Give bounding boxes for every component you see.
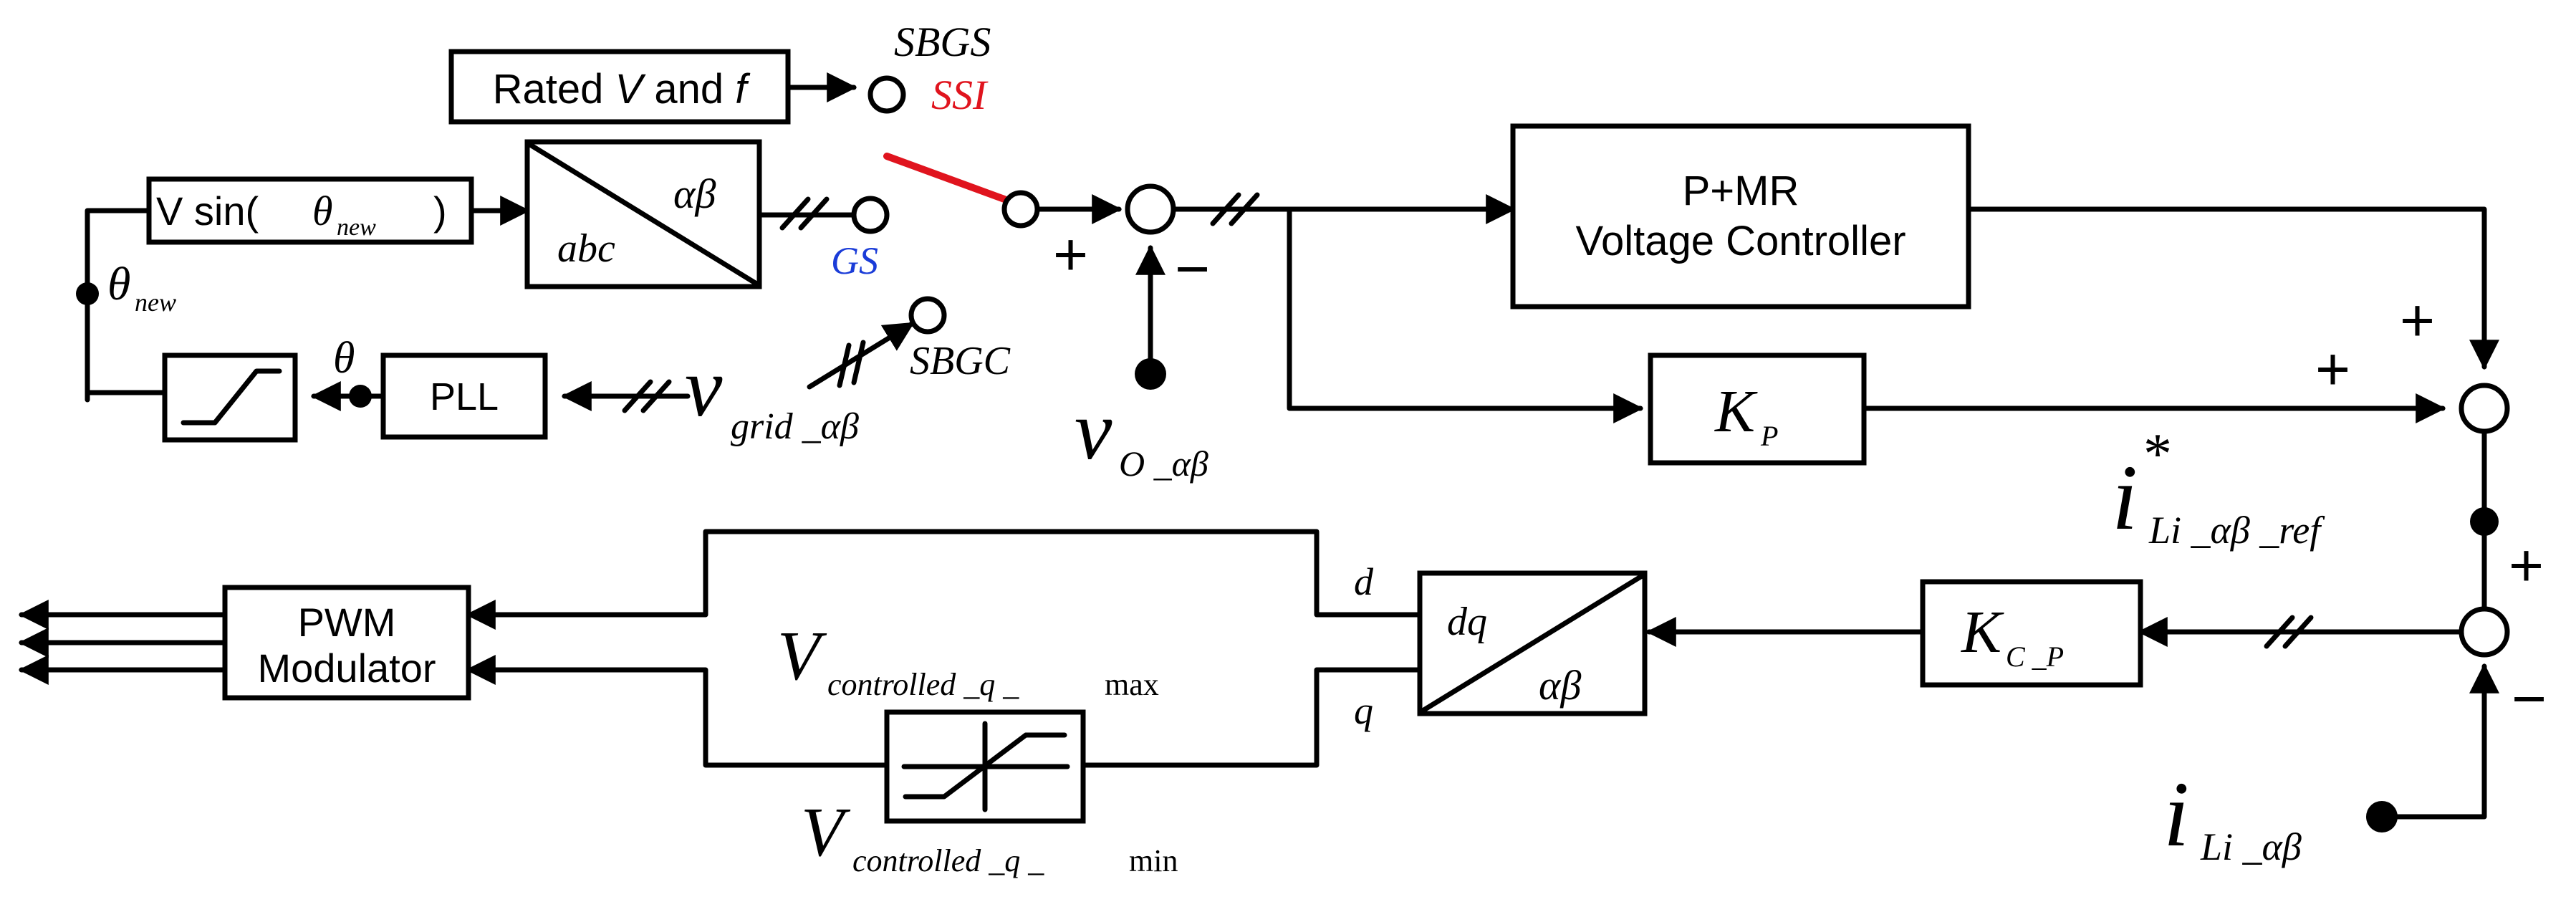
- i-ref-superscript: *: [2143, 423, 2172, 486]
- hash-mark-abc-out: [779, 196, 830, 231]
- ramp-limiter-block[interactable]: [162, 352, 298, 443]
- kp-gain-block[interactable]: K P: [1648, 352, 1867, 466]
- hash-mark-sum1-out: [1210, 192, 1260, 226]
- v-grid-subscript: grid _αβ: [731, 406, 859, 447]
- wire-pmr-to-sum2: [1966, 206, 2499, 370]
- sum-junction-reference: [2459, 383, 2510, 434]
- i-ref-symbol: i: [2112, 446, 2138, 550]
- vmin-subscript-tail: min: [1129, 843, 1178, 878]
- sum1-minus-sign: −: [1175, 235, 1210, 302]
- v-sin-close-paren: ): [433, 188, 447, 234]
- gs-label: GS: [831, 239, 878, 282]
- pwm-label-line1: PWM: [298, 600, 396, 645]
- wire-saturation-to-pwm: [465, 655, 890, 768]
- ssi-label: SSI: [931, 72, 989, 118]
- vmax-symbol: V: [777, 618, 827, 695]
- iref-junction-dot: [2470, 507, 2499, 536]
- theta-new-symbol: θ: [107, 258, 130, 310]
- sum-junction-current: [2459, 606, 2510, 658]
- vmax-subscript: controlled _q _: [827, 667, 1019, 702]
- saturation-block[interactable]: [884, 709, 1086, 824]
- sbgs-label: SBGS: [894, 19, 991, 65]
- rated-v-and-f-block[interactable]: Rated V and f: [448, 49, 791, 125]
- dq-to-alphabeta-block[interactable]: dq αβ: [1417, 570, 1648, 716]
- wire-ili-to-sum3: [2386, 663, 2499, 820]
- saturation-icon: [901, 721, 1070, 812]
- pll-label: PLL: [430, 375, 499, 418]
- theta-new-junction-dot: [76, 282, 99, 305]
- ili-input-dot: [2366, 801, 2398, 832]
- hash-mark-sbgc: [837, 340, 866, 388]
- pmr-voltage-controller-block[interactable]: P+MR Voltage Controller: [1510, 123, 1971, 309]
- vo-input-dot: [1135, 358, 1166, 390]
- sum2-plus-top-sign: +: [2400, 287, 2435, 354]
- kp-symbol: K: [1714, 378, 1758, 445]
- abc-label: abc: [557, 226, 615, 271]
- theta-label: θ: [333, 334, 355, 383]
- sum2-plus-left-sign: +: [2315, 335, 2350, 403]
- sum3-plus-sign: +: [2509, 532, 2544, 599]
- wire-theta-new-loop-lower: [85, 298, 168, 395]
- multi-phase-marks: [622, 192, 2314, 649]
- sum3-minus-sign: −: [2512, 665, 2547, 732]
- hash-mark-vgrid: [622, 379, 672, 413]
- dq-alphabeta-label: αβ: [1539, 662, 1581, 709]
- v-o-symbol: v: [1075, 383, 1112, 477]
- pmr-label-line1: P+MR: [1683, 168, 1799, 214]
- wire-q-to-saturation: [1080, 667, 1423, 768]
- selector-switch-arm[interactable]: [883, 153, 1008, 203]
- sum-junction-voltage: [1125, 183, 1176, 235]
- kcp-symbol: K: [1961, 599, 2004, 666]
- i-li-symbol: i: [2163, 763, 2189, 866]
- pwm-modulator-block[interactable]: PWM Modulator: [222, 585, 471, 701]
- pwm-label-line2: Modulator: [257, 646, 436, 691]
- i-ref-subscript: Li _αβ _ref: [2148, 509, 2325, 552]
- sbgc-label: SBGC: [910, 339, 1011, 383]
- theta-junction-dot: [349, 385, 372, 408]
- v-sin-label: V sin(: [156, 188, 259, 234]
- switch-pivot-terminal[interactable]: [1001, 190, 1040, 229]
- v-sin-theta-symbol: θ: [312, 188, 333, 234]
- ramp-limiter-icon: [181, 368, 282, 426]
- v-sin-theta-block[interactable]: V sin( θ new ): [146, 176, 474, 245]
- rated-v-and-f-label: Rated V and f: [493, 66, 751, 112]
- pll-block[interactable]: PLL: [380, 352, 548, 440]
- dq-label: dq: [1447, 600, 1487, 644]
- vmin-symbol: V: [801, 794, 851, 871]
- gs-terminal[interactable]: [851, 196, 890, 234]
- sum1-plus-sign: +: [1053, 221, 1088, 288]
- kcp-subscript: C _P: [2006, 640, 2064, 673]
- theta-new-subscript: new: [135, 288, 176, 317]
- sbgs-terminal[interactable]: [868, 75, 906, 114]
- d-axis-label: d: [1354, 560, 1374, 603]
- pmr-label-line2: Voltage Controller: [1575, 218, 1905, 264]
- v-grid-symbol: v: [685, 340, 723, 434]
- abc-to-alphabeta-block[interactable]: abc αβ: [524, 139, 762, 289]
- kcp-gain-block[interactable]: K C _P: [1920, 579, 2143, 688]
- vmin-subscript: controlled _q _: [852, 843, 1044, 878]
- signal-wires: [18, 72, 2499, 820]
- sbgc-terminal[interactable]: [908, 296, 947, 335]
- v-sin-theta-subscript: new: [337, 214, 376, 241]
- v-o-subscript: O _αβ: [1119, 443, 1208, 484]
- kp-subscript: P: [1760, 420, 1778, 452]
- vmax-subscript-tail: max: [1105, 667, 1159, 702]
- alphabeta-label: αβ: [673, 171, 716, 217]
- wire-d-to-pwm: [465, 529, 1423, 630]
- wire-branch-to-kp: [1287, 206, 1644, 423]
- q-axis-label: q: [1354, 689, 1373, 732]
- hash-mark-sum3-out: [2264, 615, 2314, 649]
- i-li-subscript: Li _αβ: [2200, 825, 2302, 868]
